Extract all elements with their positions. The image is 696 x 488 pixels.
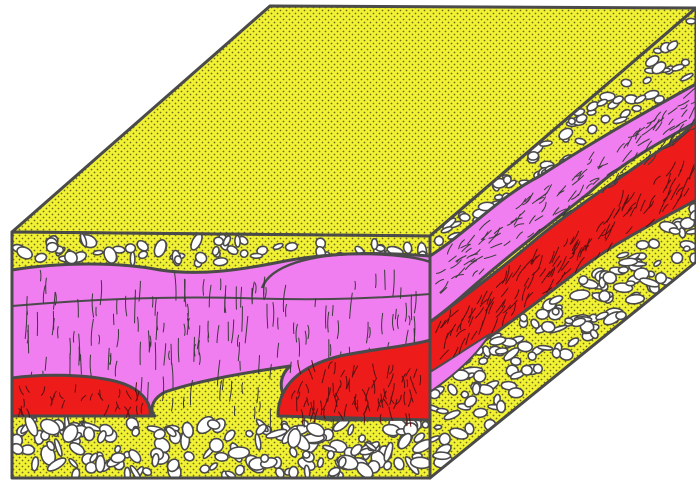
front-face (0, 220, 440, 488)
